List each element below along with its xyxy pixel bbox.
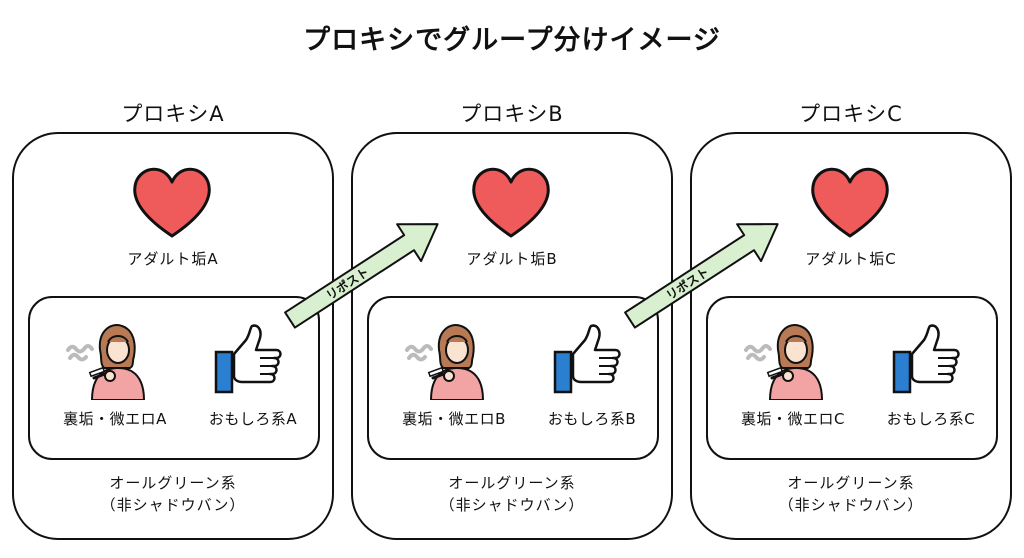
group-label: オールグリーン系 （非シャドウバン）	[12, 472, 334, 516]
heart-icon	[130, 164, 214, 240]
main-account-label: アダルト垢B	[466, 250, 558, 268]
smoking-woman-icon	[64, 320, 148, 400]
proxy-label: プロキシC	[799, 102, 903, 126]
proxy-group-c: プロキシC アダルト垢C 裏垢・微エロC おもしろ系C オールグリーン系 （非シ…	[690, 94, 1012, 540]
group-label-line: オールグリーン系	[448, 474, 576, 492]
group-label-line: （非シャドウバン）	[439, 496, 585, 514]
repost-arrow-a-to-b: リポスト	[284, 223, 439, 329]
group-label: オールグリーン系 （非シャドウバン）	[351, 472, 673, 516]
sub-account-label: おもしろ系B	[547, 410, 637, 428]
thumbs-up-icon	[551, 322, 625, 396]
proxy-box	[12, 132, 334, 540]
proxy-group-a: プロキシA アダルト垢A 裏垢・微エロA おもしろ系A オールグリーン系 （非シ…	[12, 94, 334, 540]
sub-accounts-box	[367, 296, 659, 460]
thumbs-up-icon	[890, 322, 964, 396]
main-account-label: アダルト垢A	[127, 250, 219, 268]
main-account-label: アダルト垢C	[805, 250, 897, 268]
sub-account-label: 裏垢・微エロB	[402, 410, 506, 428]
group-label: オールグリーン系 （非シャドウバン）	[690, 472, 1012, 516]
group-label-line: オールグリーン系	[787, 474, 915, 492]
group-label-line: （非シャドウバン）	[778, 496, 924, 514]
group-label-line: オールグリーン系	[109, 474, 237, 492]
proxy-group-b: プロキシB アダルト垢B 裏垢・微エロB おもしろ系B オールグリーン系 （非シ…	[351, 94, 673, 540]
thumbs-up-icon	[212, 322, 286, 396]
sub-account-label: 裏垢・微エロA	[63, 410, 167, 428]
group-label-line: （非シャドウバン）	[100, 496, 246, 514]
heart-icon	[808, 164, 892, 240]
sub-account-label: おもしろ系A	[208, 410, 298, 428]
sub-account-label: 裏垢・微エロC	[741, 410, 845, 428]
proxy-label: プロキシB	[460, 102, 564, 126]
sub-account-label: おもしろ系C	[886, 410, 976, 428]
proxy-box	[690, 132, 1012, 540]
repost-arrow-b-to-c: リポスト	[624, 223, 779, 329]
sub-accounts-box	[706, 296, 998, 460]
proxy-box	[351, 132, 673, 540]
proxy-label: プロキシA	[121, 102, 225, 126]
heart-icon	[469, 164, 553, 240]
sub-accounts-box	[28, 296, 320, 460]
page-title: プロキシでグループ分けイメージ	[303, 25, 721, 56]
